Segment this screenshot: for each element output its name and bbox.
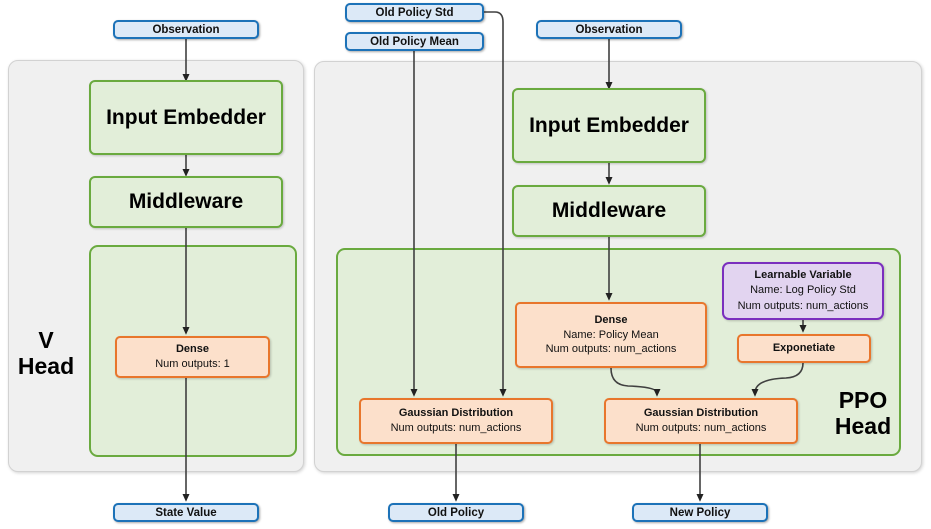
input-old-policy-std[interactable]: Old Policy Std bbox=[345, 3, 484, 22]
ppo-head-gaussian-distribution-new[interactable]: Gaussian Distribution Num outputs: num_a… bbox=[604, 398, 798, 444]
input-old-policy-mean-label: Old Policy Mean bbox=[370, 35, 459, 48]
ppo-head-caption: PPO Head bbox=[820, 387, 906, 440]
input-observation-left[interactable]: Observation bbox=[113, 20, 259, 39]
v-head-input-embedder-label: Input Embedder bbox=[106, 105, 266, 129]
ppo-head-input-embedder-label: Input Embedder bbox=[529, 113, 689, 137]
gaussian-old-title: Gaussian Distribution bbox=[398, 407, 514, 420]
output-state-value-label: State Value bbox=[155, 506, 217, 519]
learnable-variable-title: Learnable Variable bbox=[754, 269, 852, 282]
v-head-caption: V Head bbox=[14, 327, 78, 380]
ppo-head-gaussian-distribution-old[interactable]: Gaussian Distribution Num outputs: num_a… bbox=[359, 398, 553, 444]
v-head-middleware-label: Middleware bbox=[128, 190, 244, 213]
v-head-dense[interactable]: Dense Num outputs: 1 bbox=[115, 336, 270, 378]
input-observation-left-label: Observation bbox=[152, 23, 220, 36]
learnable-variable-name: Name: Log Policy Std bbox=[750, 284, 856, 297]
gaussian-new-title: Gaussian Distribution bbox=[643, 407, 759, 420]
ppo-head-caption-line1: PPO bbox=[838, 387, 888, 413]
ppo-head-caption-line2: Head bbox=[834, 412, 892, 439]
ppo-head-middleware-label: Middleware bbox=[551, 199, 667, 222]
ppo-head-dense-name: Name: Policy Mean bbox=[563, 328, 659, 341]
v-head-dense-title: Dense bbox=[175, 343, 210, 356]
output-old-policy-label: Old Policy bbox=[427, 506, 485, 519]
input-old-policy-std-label: Old Policy Std bbox=[375, 6, 454, 19]
output-new-policy[interactable]: New Policy bbox=[632, 503, 768, 522]
v-head-caption-line1: V bbox=[38, 327, 54, 353]
ppo-head-dense-outputs: Num outputs: num_actions bbox=[545, 343, 677, 356]
v-head-input-embedder[interactable]: Input Embedder bbox=[89, 80, 283, 155]
wire-dense-policy-mean-to-gaussian-new bbox=[610, 367, 661, 397]
ppo-head-middleware[interactable]: Middleware bbox=[512, 185, 706, 237]
ppo-head-learnable-variable[interactable]: Learnable Variable Name: Log Policy Std … bbox=[722, 262, 884, 320]
v-head-middleware[interactable]: Middleware bbox=[89, 176, 283, 228]
gaussian-new-outputs: Num outputs: num_actions bbox=[635, 422, 767, 434]
v-head-caption-line2: Head bbox=[17, 352, 75, 379]
ppo-head-dense-policy-mean[interactable]: Dense Name: Policy Mean Num outputs: num… bbox=[515, 302, 707, 368]
input-observation-right[interactable]: Observation bbox=[536, 20, 682, 39]
learnable-variable-outputs: Num outputs: num_actions bbox=[737, 299, 869, 312]
output-old-policy[interactable]: Old Policy bbox=[388, 503, 524, 522]
ppo-head-input-embedder[interactable]: Input Embedder bbox=[512, 88, 706, 163]
input-observation-right-label: Observation bbox=[575, 23, 643, 36]
ppo-head-dense-title: Dense bbox=[594, 314, 628, 327]
wire-old-policy-std-to-gaussian-old bbox=[484, 11, 507, 397]
ppo-head-exponetiate[interactable]: Exponetiate bbox=[737, 334, 871, 363]
output-state-value[interactable]: State Value bbox=[113, 503, 259, 522]
gaussian-old-outputs: Num outputs: num_actions bbox=[390, 422, 522, 434]
wire-exponetiate-to-gaussian-new bbox=[751, 362, 804, 397]
exponetiate-label: Exponetiate bbox=[772, 342, 836, 355]
output-new-policy-label: New Policy bbox=[669, 506, 731, 519]
input-old-policy-mean[interactable]: Old Policy Mean bbox=[345, 32, 484, 51]
v-head-dense-outputs: Num outputs: 1 bbox=[155, 358, 230, 370]
